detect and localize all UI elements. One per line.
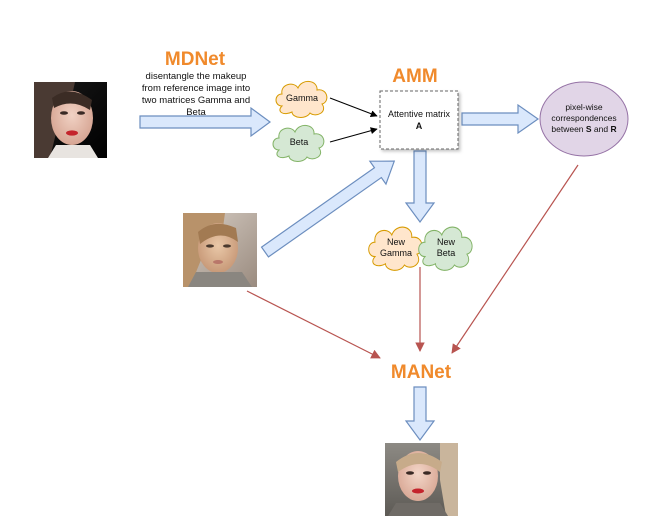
correspondence-line: correspondences — [551, 113, 616, 123]
beta-cloud: Beta — [272, 125, 325, 162]
new-beta-cloud: New Beta — [418, 226, 473, 271]
attentive-matrix-label: Attentive matrix — [388, 109, 451, 119]
mdnet-desc-line: disentangle the makeup — [146, 71, 247, 82]
new-beta-label-line: Beta — [437, 248, 456, 258]
beta-to-amm-arrow — [329, 127, 378, 143]
gamma-to-amm-arrow — [329, 97, 378, 118]
mdnet-desc-line: two matrices Gamma and — [142, 95, 250, 106]
amm-to-new-matrices-arrow — [404, 150, 436, 224]
mdnet-description: disentangle the makeup from reference im… — [142, 71, 250, 118]
manet-to-result-arrow — [404, 386, 436, 442]
result-image — [385, 443, 458, 516]
mdnet-title: MDNet — [165, 49, 226, 70]
new-beta-label-line: New — [437, 237, 456, 247]
correspondence-line: between S and R — [551, 124, 616, 134]
new-gamma-label-line: New — [387, 237, 406, 247]
mdnet-desc-line: Beta — [186, 107, 206, 118]
source-to-amm-arrow — [260, 160, 396, 258]
new-gamma-label-line: Gamma — [380, 248, 412, 258]
amm-title: AMM — [392, 66, 437, 87]
attentive-matrix-box: Attentive matrix A — [379, 90, 459, 150]
source-image — [183, 213, 257, 287]
manet-title: MANet — [391, 362, 452, 383]
reference-image — [34, 82, 107, 158]
amm-to-correspondence-arrow — [461, 103, 540, 135]
gamma-label: Gamma — [286, 93, 318, 103]
beta-label: Beta — [290, 137, 309, 147]
attentive-matrix-symbol: A — [416, 121, 423, 131]
pixel-correspondence-ellipse: pixel-wise correspondences between S and… — [539, 81, 629, 157]
new-gamma-cloud: New Gamma — [368, 226, 423, 271]
correspondence-line: pixel-wise — [565, 102, 603, 112]
source-to-manet-arrow — [246, 290, 381, 359]
mdnet-desc-line: from reference image into — [142, 83, 250, 94]
correspondence-to-manet-arrow — [451, 164, 579, 354]
mdnet-block-arrow — [139, 106, 272, 138]
gamma-cloud: Gamma — [275, 81, 328, 118]
